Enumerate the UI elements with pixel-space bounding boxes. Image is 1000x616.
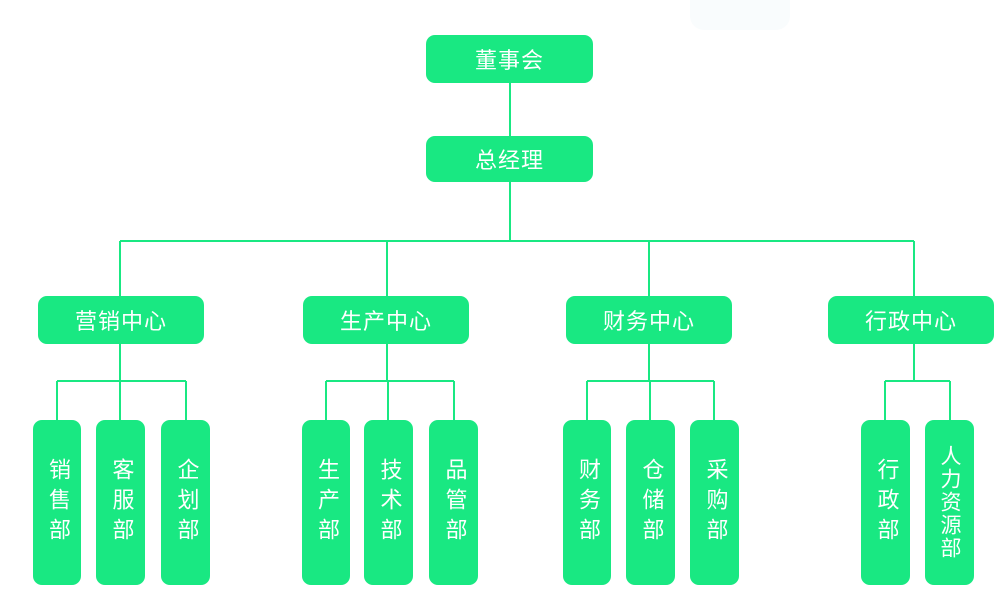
node-dept-administration: 行政部	[861, 420, 910, 585]
node-dept-technology: 技术部	[364, 420, 413, 585]
node-center-admin: 行政中心	[828, 296, 994, 344]
node-center-admin-label: 行政中心	[864, 310, 957, 335]
node-dept-purchasing: 采购部	[690, 420, 739, 585]
node-center-marketing-label: 营销中心	[74, 310, 167, 335]
node-dept-warehouse-label: 仓储部	[638, 457, 664, 548]
node-board: 董事会	[426, 35, 593, 83]
node-general-manager-label: 总经理	[474, 149, 544, 174]
node-dept-warehouse: 仓储部	[626, 420, 675, 585]
node-dept-human-resources: 人力资源部	[925, 420, 974, 585]
node-center-production-label: 生产中心	[339, 310, 432, 335]
node-dept-quality-label: 品管部	[441, 457, 467, 548]
node-dept-finance: 财务部	[563, 420, 611, 585]
node-dept-customer-service-label: 客服部	[108, 457, 134, 548]
node-dept-administration-label: 行政部	[873, 457, 899, 548]
node-center-finance-label: 财务中心	[602, 310, 695, 335]
node-center-production: 生产中心	[303, 296, 469, 344]
node-center-marketing: 营销中心	[38, 296, 204, 344]
node-dept-human-resources-label: 人力资源部	[938, 445, 962, 560]
node-dept-production-label: 生产部	[314, 457, 339, 548]
node-general-manager: 总经理	[426, 136, 593, 182]
node-dept-quality: 品管部	[429, 420, 478, 585]
node-board-label: 董事会	[474, 49, 544, 74]
node-dept-sales-label: 销售部	[45, 457, 70, 548]
node-dept-production: 生产部	[302, 420, 350, 585]
node-center-finance: 财务中心	[566, 296, 732, 344]
node-dept-sales: 销售部	[33, 420, 81, 585]
node-dept-planning: 企划部	[161, 420, 210, 585]
node-dept-finance-label: 财务部	[575, 457, 600, 548]
faint-watermark-shape	[690, 0, 790, 30]
node-dept-planning-label: 企划部	[173, 457, 199, 548]
node-dept-purchasing-label: 采购部	[702, 457, 728, 548]
node-dept-customer-service: 客服部	[96, 420, 145, 585]
node-dept-technology-label: 技术部	[376, 457, 402, 548]
